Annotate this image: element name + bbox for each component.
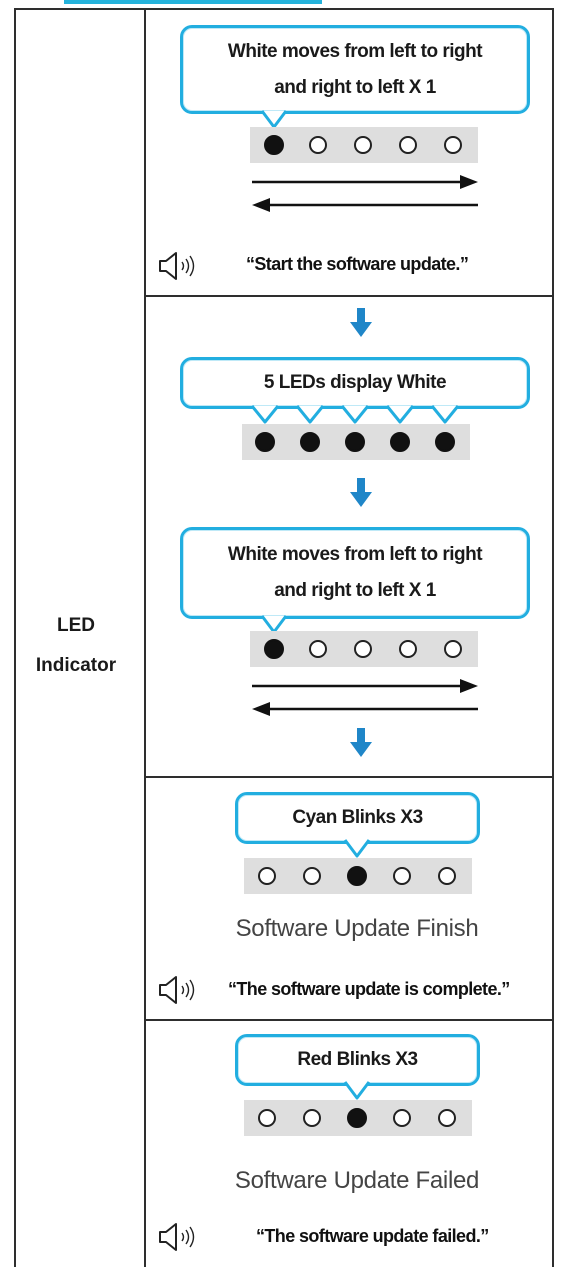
failed-status-text: Software Update Failed <box>234 1167 480 1194</box>
led-3-off <box>354 136 372 154</box>
row-divider-2 <box>144 776 554 778</box>
all-white-bubble-tails <box>250 405 460 424</box>
led-3-on <box>345 432 365 452</box>
finish-voice-message: “The software update is complete.” <box>228 979 510 999</box>
table-border-left <box>14 8 16 1267</box>
led-1-off <box>258 867 276 885</box>
led-4-on <box>390 432 410 452</box>
row-label-led-indicator: LED Indicator <box>16 606 136 686</box>
start-bubble: White moves from left to right and right… <box>180 25 530 114</box>
all-white-bubble: 5 LEDs display White <box>180 357 530 409</box>
led-3-on <box>347 866 367 886</box>
row-label-line1: LED <box>57 615 95 636</box>
start-sweep-arrows <box>252 175 478 212</box>
finish-bubble-text: Cyan Blinks X3 <box>292 807 423 828</box>
table-border-top <box>14 8 554 10</box>
led-1-on <box>264 639 284 659</box>
led-2-off <box>309 136 327 154</box>
led-5-off <box>444 136 462 154</box>
speaker-icon <box>159 976 195 1004</box>
led-2-off <box>303 1109 321 1127</box>
down-arrow-icon <box>350 308 372 337</box>
sweep-bubble: White moves from left to right and right… <box>180 527 530 619</box>
led-5-on <box>435 432 455 452</box>
led-2-off <box>309 640 327 658</box>
led-1-on <box>255 432 275 452</box>
row-divider-1 <box>144 295 554 297</box>
down-arrow-icon <box>350 728 372 757</box>
led-5-off <box>444 640 462 658</box>
start-bubble-text: White moves from left to right and right… <box>227 40 483 98</box>
sweep-arrows <box>252 679 478 716</box>
row-label-line2: Indicator <box>35 655 117 676</box>
start-voice-message: “Start the software update.” <box>246 254 469 274</box>
start-led-strip <box>250 127 478 163</box>
led-5-off <box>438 1109 456 1127</box>
finish-bubble: Cyan Blinks X3 <box>235 792 480 844</box>
top-accent-bar <box>64 0 322 4</box>
table-border-right <box>552 8 554 1267</box>
led-1-off <box>258 1109 276 1127</box>
led-5-off <box>438 867 456 885</box>
led-2-off <box>303 867 321 885</box>
led-1-on <box>264 135 284 155</box>
led-3-off <box>354 640 372 658</box>
failed-bubble-tail <box>343 1081 371 1100</box>
down-arrow-icon <box>350 478 372 507</box>
sweep-bubble-text: White moves from left to right and right… <box>227 544 483 601</box>
speaker-icon <box>159 252 195 280</box>
finish-bubble-tail <box>343 839 371 858</box>
led-2-on <box>300 432 320 452</box>
all-white-bubble-text: 5 LEDs display White <box>263 372 447 393</box>
speaker-icon <box>159 1223 195 1251</box>
table-border-middle <box>144 8 146 1267</box>
led-3-on <box>347 1108 367 1128</box>
led-4-off <box>399 640 417 658</box>
led-4-off <box>393 867 411 885</box>
failed-led-strip <box>244 1100 472 1136</box>
led-4-off <box>393 1109 411 1127</box>
sweep-led-strip <box>250 631 478 667</box>
failed-bubble: Red Blinks X3 <box>235 1034 480 1086</box>
row-divider-3 <box>144 1019 554 1021</box>
all-white-led-strip <box>242 424 470 460</box>
finish-led-strip <box>244 858 472 894</box>
failed-bubble-text: Red Blinks X3 <box>297 1049 418 1070</box>
failed-voice-message: “The software update failed.” <box>256 1226 489 1246</box>
finish-status-text: Software Update Finish <box>235 915 479 942</box>
led-4-off <box>399 136 417 154</box>
